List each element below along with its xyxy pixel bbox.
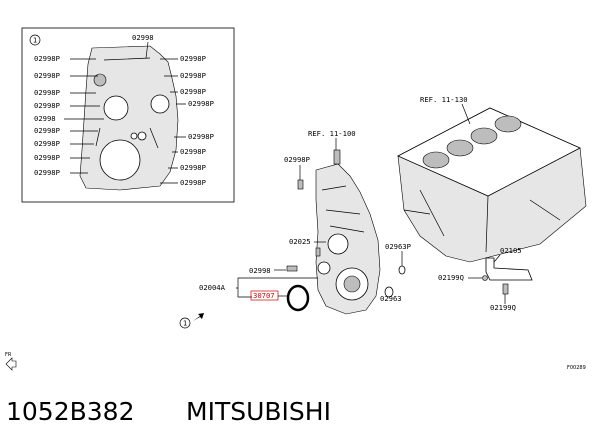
inset-hole-a <box>137 131 147 141</box>
marker-label: 1 <box>183 319 187 328</box>
bracket-assembly: 02105 02199Q 02199Q <box>438 246 533 312</box>
leader-02105 <box>493 254 501 263</box>
fr-label: FR <box>5 352 12 358</box>
inset-right-label: 02998P <box>180 87 206 96</box>
part-02025-group: 02025 <box>289 237 326 257</box>
cylinder-bore-4 <box>494 115 522 133</box>
label-02025: 02025 <box>289 237 311 246</box>
inset-left-label: 02998P <box>34 139 60 148</box>
inset-left-labels: 02998P 02998P 02998P 02998P 02998 02998P… <box>34 54 60 177</box>
inset-left-leaders <box>64 58 104 174</box>
inset-right-label: 02998P <box>188 132 214 141</box>
bolt-02998p-group: 02998P <box>284 155 310 190</box>
oil-seal-30707 <box>286 284 310 312</box>
view-marker: 1 <box>179 313 204 329</box>
leader-02004a <box>236 277 318 298</box>
inset-ribs <box>95 57 159 149</box>
cover-ribs <box>321 185 365 233</box>
inset-upper-bore <box>103 95 129 121</box>
engine-block-ribs <box>403 189 561 253</box>
inset-right-label: 02998P <box>188 99 214 108</box>
bolt-02998-group: 02998 <box>249 265 298 275</box>
ring-02963 <box>384 286 394 298</box>
cover-crank-boss <box>343 275 361 293</box>
figure-code: F00289 <box>567 365 586 371</box>
cover-lower-boss <box>317 261 331 275</box>
label-02963: 02963 <box>380 294 402 303</box>
front-indicator: FR <box>5 352 17 371</box>
label-02998: 02998 <box>249 266 271 275</box>
cover-upper-bore <box>327 233 349 255</box>
inset-left-label: 02998P <box>34 101 60 110</box>
seal-group: 02004A 30707 <box>199 277 318 312</box>
inset-left-label: 02998P <box>34 168 60 177</box>
inset-right-leaders <box>160 58 186 184</box>
inset-crank-bore <box>99 139 141 181</box>
inset-detail: 1 02998 02998P 02998P 02998P 02998P 0299… <box>21 27 235 203</box>
inset-left-label: 02998 <box>34 114 56 123</box>
bolt-02998 <box>286 265 298 272</box>
inset-right-label: 02998P <box>180 147 206 156</box>
ref-block-label: REF. 11-130 <box>420 95 468 104</box>
inset-marker-label: 1 <box>33 36 37 45</box>
cylinder-bore-3 <box>470 127 498 145</box>
inset-right-label: 02998P <box>180 71 206 80</box>
marker-arrow-icon <box>193 313 204 321</box>
engine-block: REF. 11-130 <box>397 95 587 263</box>
ring-02963p <box>398 265 406 275</box>
ref-block-leader <box>461 103 471 125</box>
label-02199q-b: 02199Q <box>490 303 516 312</box>
label-30707[interactable]: 30707 <box>253 291 275 300</box>
inset-left-label: 02998P <box>34 71 60 80</box>
inset-top-leader <box>145 41 149 59</box>
engine-block-deck <box>397 107 581 197</box>
inset-left-label: 02998P <box>34 54 60 63</box>
cover-sensor <box>333 149 341 165</box>
inset-right-label: 02998P <box>180 54 206 63</box>
label-02105: 02105 <box>500 246 522 255</box>
bracket-02105 <box>485 257 533 281</box>
part-02025 <box>315 247 321 257</box>
label-02998p: 02998P <box>284 155 310 164</box>
timing-cover: REF. 11-100 <box>308 129 381 315</box>
label-02199q-a: 02199Q <box>438 273 464 282</box>
highlight-30707 <box>250 290 279 301</box>
cylinder-bore-1 <box>422 151 450 169</box>
bolt-02199q-b <box>502 283 509 295</box>
brand-name: MITSUBISHI <box>186 397 331 426</box>
label-02963p: 02963P <box>385 242 411 251</box>
cylinder-bore-2 <box>446 139 474 157</box>
label-02004a: 02004A <box>199 283 226 292</box>
inset-right-label: 02998P <box>180 163 206 172</box>
inset-right-label: 02998P <box>180 178 206 187</box>
inset-boss <box>93 73 107 87</box>
bolt-02199q-a <box>482 275 488 281</box>
inset-left-label: 02998P <box>34 126 60 135</box>
bolt-02998p <box>297 179 304 190</box>
inset-top-label: 02998 <box>132 33 154 42</box>
inset-left-label: 02998P <box>34 88 60 97</box>
inset-left-label: 02998P <box>34 153 60 162</box>
inset-right-bore <box>150 94 170 114</box>
fr-arrow-icon <box>5 357 17 371</box>
part-02963-group: 02963P 02963 <box>380 242 411 303</box>
part-number: 1052B382 <box>6 397 135 426</box>
inset-hole-b <box>130 132 138 140</box>
ref-cover-label: REF. 11-100 <box>308 129 356 138</box>
inset-right-labels: 02998P 02998P 02998P 02998P 02998P 02998… <box>180 54 214 187</box>
inset-marker-circle <box>29 34 41 46</box>
marker-circle <box>179 317 191 329</box>
